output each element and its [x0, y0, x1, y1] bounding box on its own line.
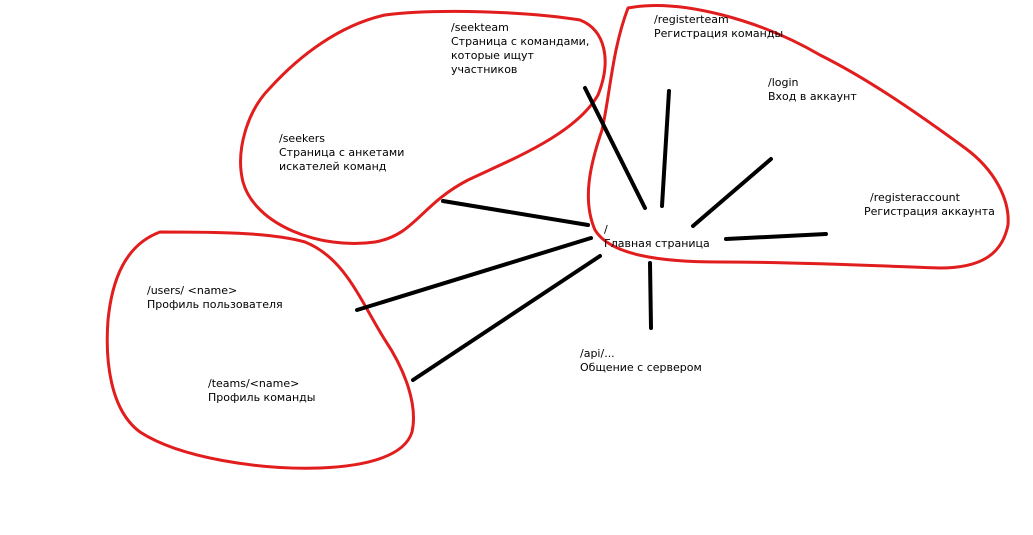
node-description: Страница с командами, — [451, 35, 590, 48]
node-seekers: /seekers Страница с анкетами искателей к… — [279, 132, 404, 174]
node-route: /seekteam — [451, 21, 509, 34]
node-description: Регистрация аккаунта — [864, 205, 995, 218]
node-registerteam: /registerteam Регистрация команды — [654, 13, 783, 41]
node-route: /registerteam — [654, 13, 729, 26]
connector-seekers — [441, 199, 590, 227]
node-route: / — [604, 223, 608, 236]
node-description: Страница с анкетами — [279, 146, 405, 159]
node-route: /users/ <name> — [147, 284, 238, 297]
connector-registeraccount — [724, 232, 828, 241]
node-route: /seekers — [279, 132, 325, 145]
connector-group — [355, 86, 828, 382]
node-route: /registeraccount — [870, 191, 960, 204]
node-description: Общение с сервером — [580, 361, 702, 374]
connector-teams — [411, 254, 602, 382]
node-main-page: / Главная страница — [604, 223, 710, 251]
node-description: Вход в аккаунт — [768, 90, 857, 103]
node-api: /api/... Общение с сервером — [580, 347, 702, 375]
connector-login — [691, 157, 773, 228]
node-teams: /teams/<name> Профиль команды — [208, 377, 315, 405]
connector-seekteam — [583, 86, 647, 210]
node-registeraccount: /registeraccount Регистрация аккаунта — [864, 191, 995, 219]
node-route: /api/... — [580, 347, 615, 360]
node-description: участников — [451, 63, 518, 76]
connector-registerteam — [660, 89, 671, 208]
node-description: Профиль команды — [208, 391, 316, 404]
node-route: /teams/<name> — [208, 377, 300, 390]
node-route: /login — [768, 76, 799, 89]
node-seekteam: /seekteam Страница с командами, которые … — [451, 21, 589, 77]
node-users: /users/ <name> Профиль пользователя — [147, 284, 283, 312]
blob-seek-pages — [239, 9, 607, 245]
node-description: Профиль пользователя — [147, 298, 283, 311]
connector-api — [648, 261, 653, 330]
node-description: Главная страница — [604, 237, 710, 250]
blob-profile-pages — [105, 230, 415, 470]
node-description: которые ищут — [451, 49, 534, 62]
blob-auth-pages — [586, 4, 1010, 270]
node-login: /login Вход в аккаунт — [768, 76, 857, 104]
node-description: искателей команд — [279, 160, 387, 173]
connector-users — [355, 236, 593, 312]
node-description: Регистрация команды — [654, 27, 784, 40]
